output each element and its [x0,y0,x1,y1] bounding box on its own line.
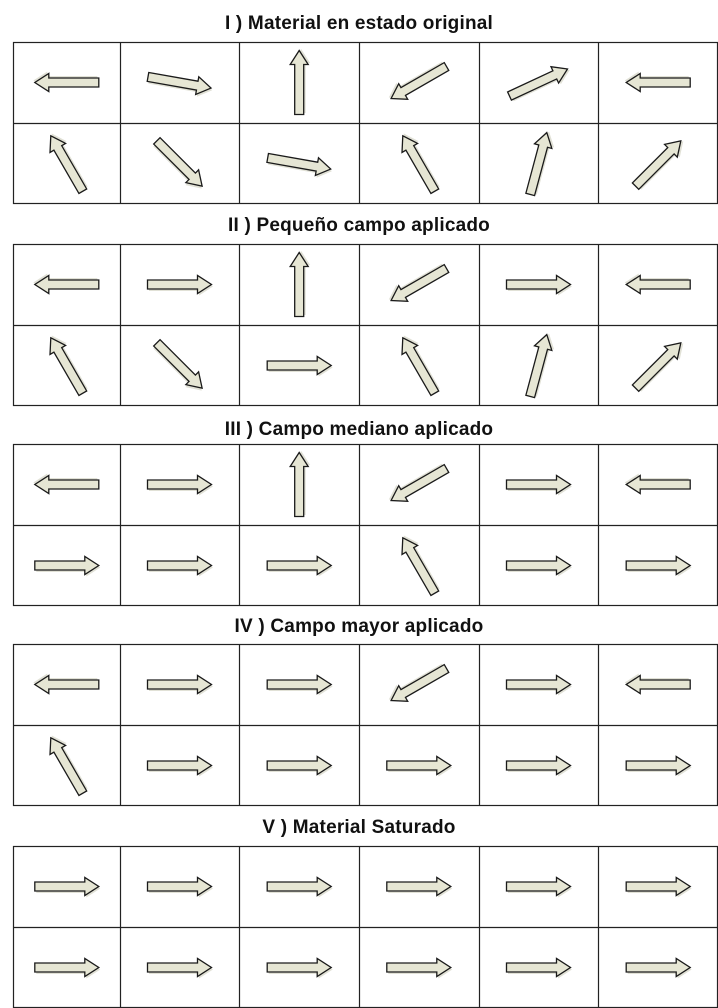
domain-arrow-icon [149,337,209,397]
domain-arrow-icon [35,557,101,577]
domain-arrow-icon [507,276,573,296]
domain-arrow-icon [384,57,451,107]
domain-arrow-icon [42,331,92,398]
domain-arrow-icon [626,757,692,777]
domain-arrow-icon [33,674,99,694]
domain-arrow-icon [33,274,99,294]
domain-arrow-icon [387,878,453,898]
domain-arrow-icon [629,133,689,193]
domain-arrow-icon [148,276,214,296]
domain-arrow-icon [507,676,573,696]
domain-arrow-icon [267,676,333,696]
domain-arrow-icon [387,959,453,979]
domain-arrow-icon [290,49,310,115]
domain-arrow-icon [33,72,99,92]
domain-arrow-icon [625,474,691,494]
panel-title-2: II ) Pequeño campo aplicado [0,215,718,237]
domain-arrow-icon [290,251,310,317]
domain-arrow-icon [384,459,451,509]
domain-arrow-icon [384,259,451,309]
panel-grid-4 [0,644,718,806]
panel-title-3: III ) Campo mediano aplicado [0,419,718,441]
panel-grid-5 [0,846,718,1008]
domain-arrow-icon [148,878,214,898]
domain-arrow-icon [267,357,333,377]
domain-arrow-icon [387,757,453,777]
domain-arrow-icon [267,959,333,979]
domain-arrow-icon [35,878,101,898]
domain-arrow-icon [625,274,691,294]
panel-title-4: IV ) Campo mayor aplicado [0,616,718,638]
domain-arrow-icon [42,731,92,798]
domain-arrow-icon [394,531,444,598]
domain-arrow-icon [522,331,558,399]
domain-arrow-icon [149,135,209,195]
domain-arrow-icon [148,757,214,777]
domain-arrow-icon [146,68,214,99]
domain-arrow-icon [507,878,573,898]
domain-arrow-icon [290,451,310,517]
domain-arrow-icon [507,757,573,777]
domain-arrow-icon [267,878,333,898]
panel-grid-1 [0,42,718,204]
domain-arrow-icon [148,557,214,577]
domain-arrow-icon [384,659,451,709]
domain-arrow-icon [626,959,692,979]
panel-grid-2 [0,244,718,406]
domain-arrow-icon [148,676,214,696]
domain-arrow-icon [148,959,214,979]
domain-arrow-icon [625,674,691,694]
domain-arrow-icon [626,878,692,898]
domain-arrow-icon [522,129,558,197]
domain-arrow-icon [394,129,444,196]
domain-arrow-icon [507,557,573,577]
domain-arrow-icon [266,149,334,180]
domain-arrow-icon [625,72,691,92]
domain-arrow-icon [33,474,99,494]
domain-arrow-icon [35,959,101,979]
panel-title-5: V ) Material Saturado [0,817,718,839]
panel-title-1: I ) Material en estado original [0,13,718,35]
domain-arrow-icon [626,557,692,577]
domain-arrow-icon [394,331,444,398]
domain-arrow-icon [629,335,689,395]
domain-arrow-icon [507,959,573,979]
domain-arrow-icon [507,476,573,496]
domain-arrow-icon [267,757,333,777]
domain-arrow-icon [267,557,333,577]
domain-arrow-icon [506,60,574,106]
domain-arrow-icon [148,476,214,496]
panel-grid-3 [0,444,718,606]
domain-arrow-icon [42,129,92,196]
